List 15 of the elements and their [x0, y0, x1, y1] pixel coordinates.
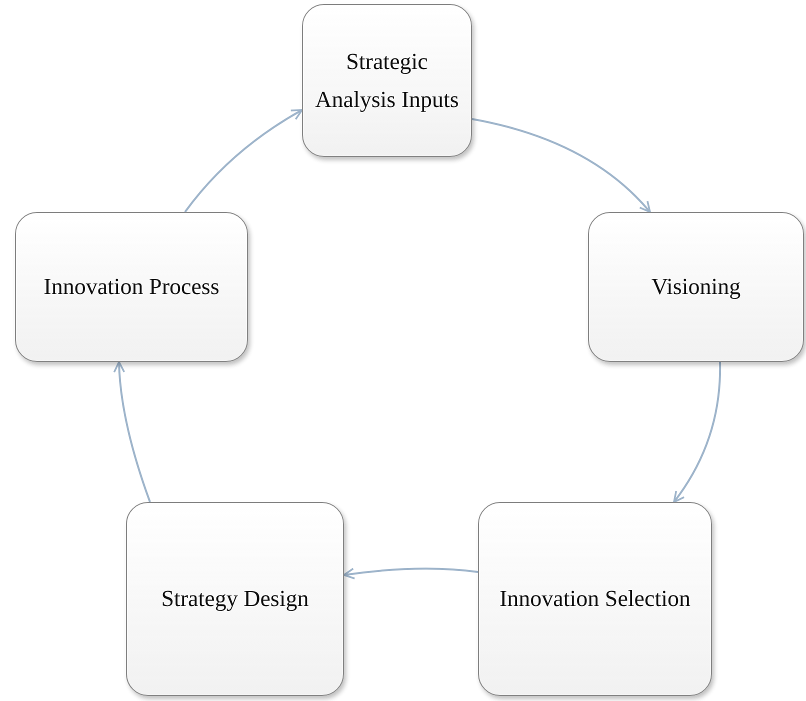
curved-arrow — [343, 568, 478, 580]
process-box — [126, 502, 344, 696]
process-box — [478, 502, 712, 696]
box-label: Visioning — [651, 273, 741, 301]
curved-arrow — [673, 362, 721, 503]
curved-arrow — [184, 109, 303, 213]
box-label: Innovation Process — [44, 273, 220, 301]
process-box — [588, 212, 804, 362]
box-label: Innovation Selection — [500, 585, 690, 613]
process-box — [302, 4, 472, 157]
curved-arrow — [472, 118, 651, 213]
process-box — [15, 212, 248, 362]
curved-arrow — [113, 361, 151, 502]
box-label: Strategic Analysis Inputs — [314, 48, 460, 114]
box-label: Strategy Design — [161, 585, 309, 613]
